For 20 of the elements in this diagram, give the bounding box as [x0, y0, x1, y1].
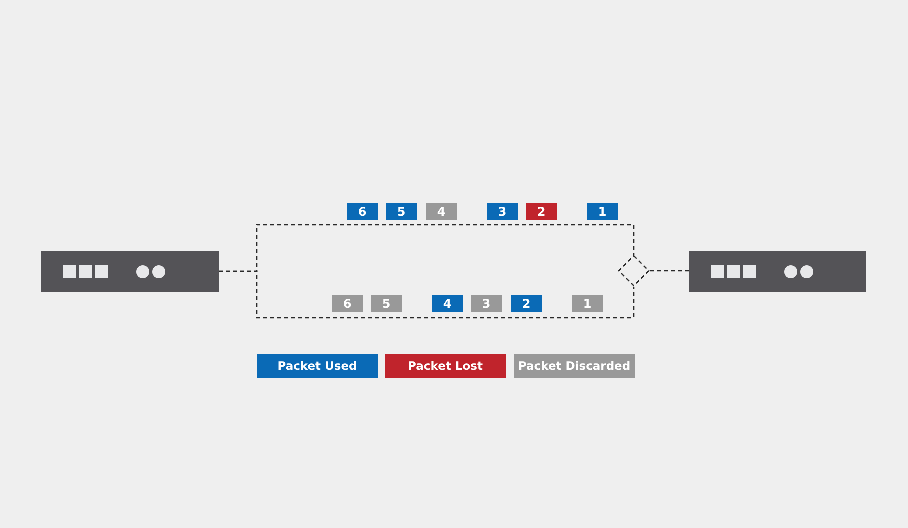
packet-label: 1: [587, 203, 618, 220]
dashed-connector: [219, 270, 635, 319]
dashed-connector: [650, 270, 690, 272]
merge-diamond: [618, 255, 650, 287]
packet-label: 4: [426, 203, 457, 220]
packet-label: 2: [526, 203, 557, 220]
legend-item: Packet Used: [257, 354, 378, 378]
packet-label: 6: [347, 203, 378, 220]
packet-label: 1: [572, 295, 603, 312]
packet-label: 3: [487, 203, 518, 220]
legend-item: Packet Lost: [385, 354, 506, 378]
packet-label: 5: [371, 295, 402, 312]
legend-item: Packet Discarded: [514, 354, 635, 378]
packet-label: 4: [432, 295, 463, 312]
packet-label: 5: [386, 203, 417, 220]
network-device: [41, 251, 219, 292]
packet-label: 6: [332, 295, 363, 312]
packet-label: 2: [511, 295, 542, 312]
network-device: [689, 251, 866, 292]
packet-label: 3: [471, 295, 502, 312]
